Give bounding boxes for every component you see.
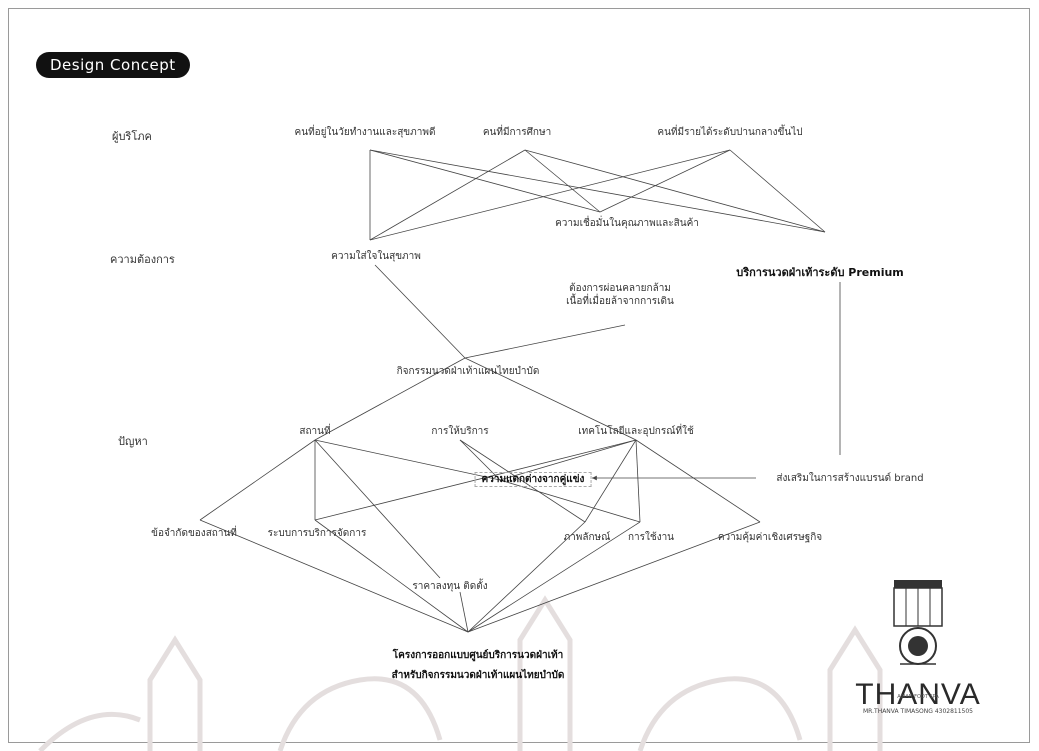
node-differentiation: ความแตกต่างจากคู่แข่ง [474,472,592,487]
connector-s3-premium [729,149,826,233]
logo-name: THANVA [855,678,981,711]
node-income: คนที่มีรายได้ระดับปานกลางขึ้นไป [657,127,803,138]
connector-place-diff [314,439,501,481]
node-relief: ต้องการผ่อนคลายกล้ามเนื้อที่เมื่อยล้าจาก… [566,283,674,307]
node-result: โครงการออกแบบศูนย์บริการนวดฝ่าเท้าสำหรับ… [391,650,565,681]
node-educated: คนที่มีการศึกษา [482,127,552,138]
connector-econ-result [467,521,761,633]
connector-image-result [467,521,586,633]
crest-icon [893,580,943,665]
node-brand: ส่งเสริมในการสร้างแบรนด์ brand [776,473,924,484]
node-management: ระบบการบริการจัดการ [267,528,367,539]
row-label-stakeholders: ผู้บริโภค [112,130,152,143]
connector-s2-health [369,149,526,241]
node-image: ภาพลักษณ์ [563,532,611,543]
node-site-limit: ข้อจำกัดของสถานที่ [151,528,237,539]
node-premium: บริการนวดฝ่าเท้าระดับ Premium [736,266,904,279]
connector-place-limit [199,439,316,521]
connector-relief-activity [464,324,626,359]
connector-tech-image [584,439,637,523]
node-activity: กิจกรรมนวดฝ่าเท้าแผนไทยบำบัด [396,366,540,377]
connector-s1-trust [369,149,601,213]
connector-tech-diff [499,439,637,481]
connector-s1-premium [369,149,826,233]
node-working-age: คนที่อยู่ในวัยทำงานและสุขภาพดี [294,127,436,138]
thanva-logo: THANVA ASIAN FOOT SPA MR.THANVA TIMASONG… [818,572,1018,715]
connector-health_b-activity [374,264,466,359]
node-place: สถานที่ [299,426,331,437]
connector-activity-place [314,357,466,441]
page-title: Design Concept [36,52,190,78]
row-label-problems: ปัญหา [118,435,148,448]
connector-activity-tech [464,357,637,441]
connector-s2-trust [524,149,601,213]
row-label-needs: ความต้องการ [110,253,175,266]
node-tech: เทคโนโลยีและอุปกรณ์ที่ใช้ [578,426,694,437]
connector-service-diff [459,439,501,481]
connector-use-result [467,521,641,633]
node-health: ความใส่ใจในสุขภาพ [331,251,421,262]
connector-tech-use [635,439,641,523]
logo-subtitle: ASIAN FOOT SPA [897,694,939,700]
node-trust: ความเชื่อมั่นในคุณภาพและสินค้า [555,218,699,229]
node-economy: ความคุ้มค่าเชิงเศรษฐกิจ [717,532,823,543]
connector-service-image [459,439,586,523]
node-usage: การใช้งาน [627,532,675,543]
node-cost: ราคาลงทุน ติดตั้ง [412,581,488,592]
logo-credit: MR.THANVA TIMASONG 4302811505 [862,708,973,715]
node-service: การให้บริการ [431,426,489,437]
connector-place-cost [314,439,441,579]
connector-diff-use [499,479,641,523]
connector-system-result [314,519,469,633]
connector-tech-econ [635,439,761,523]
connector-s2-premium [524,149,826,233]
connector-s3-health [369,149,731,241]
connector-s3-trust [599,149,731,213]
connector-cost_b-result [459,591,469,633]
connector-limit-result [199,519,469,633]
